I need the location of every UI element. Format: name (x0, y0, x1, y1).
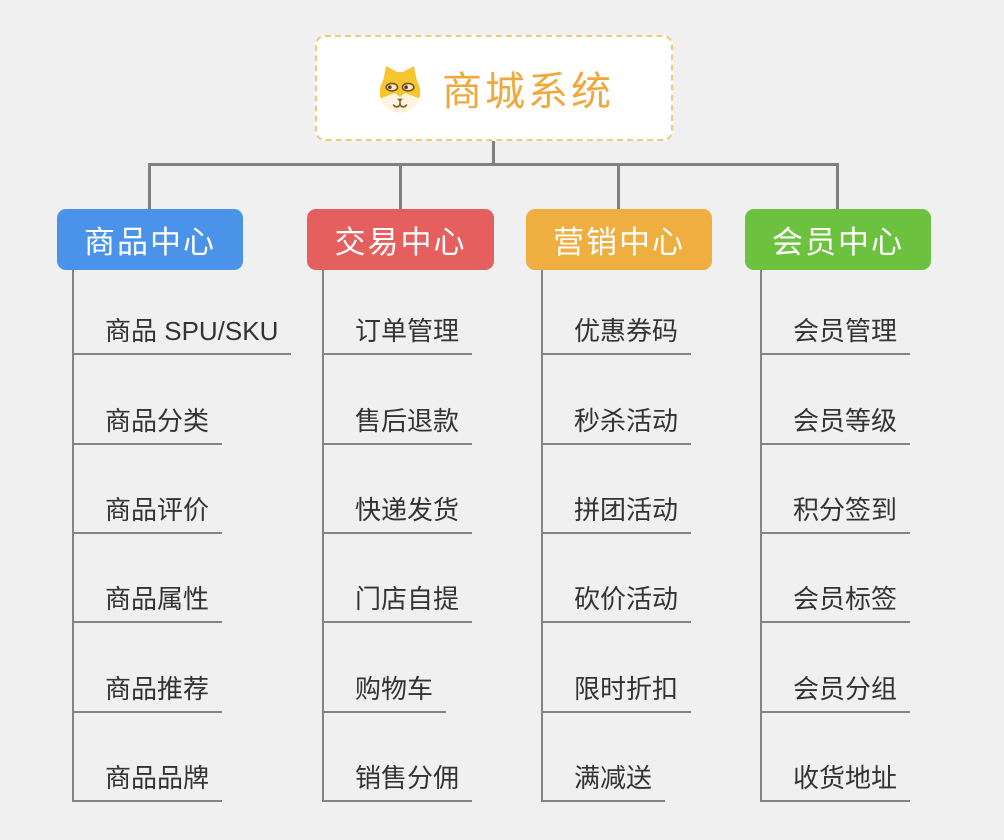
child-topic[interactable]: 收货地址 (760, 762, 911, 802)
child-topic[interactable]: 商品 SPU/SKU (72, 315, 292, 355)
child-topic[interactable]: 砍价活动 (541, 583, 692, 623)
child-topic[interactable]: 商品分类 (72, 405, 223, 445)
connector-root-stem (492, 141, 495, 164)
connector-drop-product (148, 163, 151, 210)
dog-face-icon (379, 66, 421, 113)
branch-node-trade-center[interactable]: 交易中心 (307, 209, 494, 270)
connector-drop-trade (399, 163, 402, 210)
child-topic[interactable]: 满减送 (541, 762, 666, 802)
child-topic[interactable]: 会员分组 (760, 673, 911, 713)
branch-children-marketing: 优惠券码 秒杀活动 拼团活动 砍价活动 限时折扣 满减送 (541, 270, 692, 802)
child-topic[interactable]: 销售分佣 (322, 762, 473, 802)
child-topic[interactable]: 购物车 (322, 673, 447, 713)
connector-drop-member (836, 163, 839, 210)
child-topic[interactable]: 优惠券码 (541, 315, 692, 355)
child-topic[interactable]: 秒杀活动 (541, 405, 692, 445)
connector-drop-marketing (617, 163, 620, 210)
branch-children-trade: 订单管理 售后退款 快递发货 门店自提 购物车 销售分佣 (322, 270, 473, 802)
connector-horizontal-bar (148, 163, 839, 166)
child-topic[interactable]: 积分签到 (760, 494, 911, 534)
child-topic[interactable]: 会员标签 (760, 583, 911, 623)
child-topic[interactable]: 订单管理 (322, 315, 473, 355)
branch-node-marketing-center[interactable]: 营销中心 (526, 209, 712, 270)
branch-node-product-center[interactable]: 商品中心 (57, 209, 243, 270)
child-topic[interactable]: 商品品牌 (72, 762, 223, 802)
child-topic[interactable]: 商品评价 (72, 494, 223, 534)
child-topic[interactable]: 快递发货 (322, 494, 473, 534)
root-node[interactable]: 商城系统 (315, 35, 673, 141)
child-topic[interactable]: 商品属性 (72, 583, 223, 623)
child-topic[interactable]: 门店自提 (322, 583, 473, 623)
branch-children-member: 会员管理 会员等级 积分签到 会员标签 会员分组 收货地址 (760, 270, 911, 802)
branch-node-member-center[interactable]: 会员中心 (745, 209, 931, 270)
child-topic[interactable]: 拼团活动 (541, 494, 692, 534)
child-topic[interactable]: 会员等级 (760, 405, 911, 445)
child-topic[interactable]: 售后退款 (322, 405, 473, 445)
root-title: 商城系统 (442, 70, 614, 114)
child-topic[interactable]: 会员管理 (760, 315, 911, 355)
child-topic[interactable]: 限时折扣 (541, 673, 692, 713)
branch-children-product: 商品 SPU/SKU 商品分类 商品评价 商品属性 商品推荐 商品品牌 (72, 270, 292, 802)
child-topic[interactable]: 商品推荐 (72, 673, 223, 713)
